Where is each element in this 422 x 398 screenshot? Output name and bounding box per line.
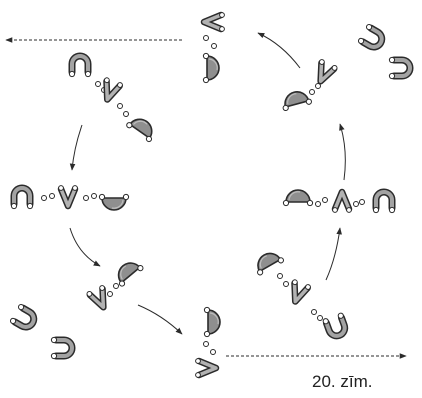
complex-bottom-center [196,306,221,377]
free-hook-bottom-left-1 [10,304,38,333]
complex-top-right [279,59,338,112]
arrow-left-down-2 [69,227,101,267]
free-hook-top-right-2 [389,57,410,78]
arrow-bottom-to-right [137,304,183,335]
complex-top-left [69,56,160,144]
complex-middle-left [11,186,130,210]
free-hook-top-right-1 [358,24,386,53]
arrow-right-up-1 [325,227,342,281]
complex-middle-right [282,190,394,213]
figure-caption: 20. zīm. [312,372,373,391]
arrow-left-down-1 [69,124,83,171]
complex-lower-left [86,255,145,311]
complex-top-center [203,13,224,84]
arrow-right-up-2 [339,123,346,181]
free-hook-bottom-left-2 [51,337,72,358]
arrows [5,32,407,359]
complex-bottom-right [250,246,349,339]
arrow-top-right-to-center [257,32,301,69]
